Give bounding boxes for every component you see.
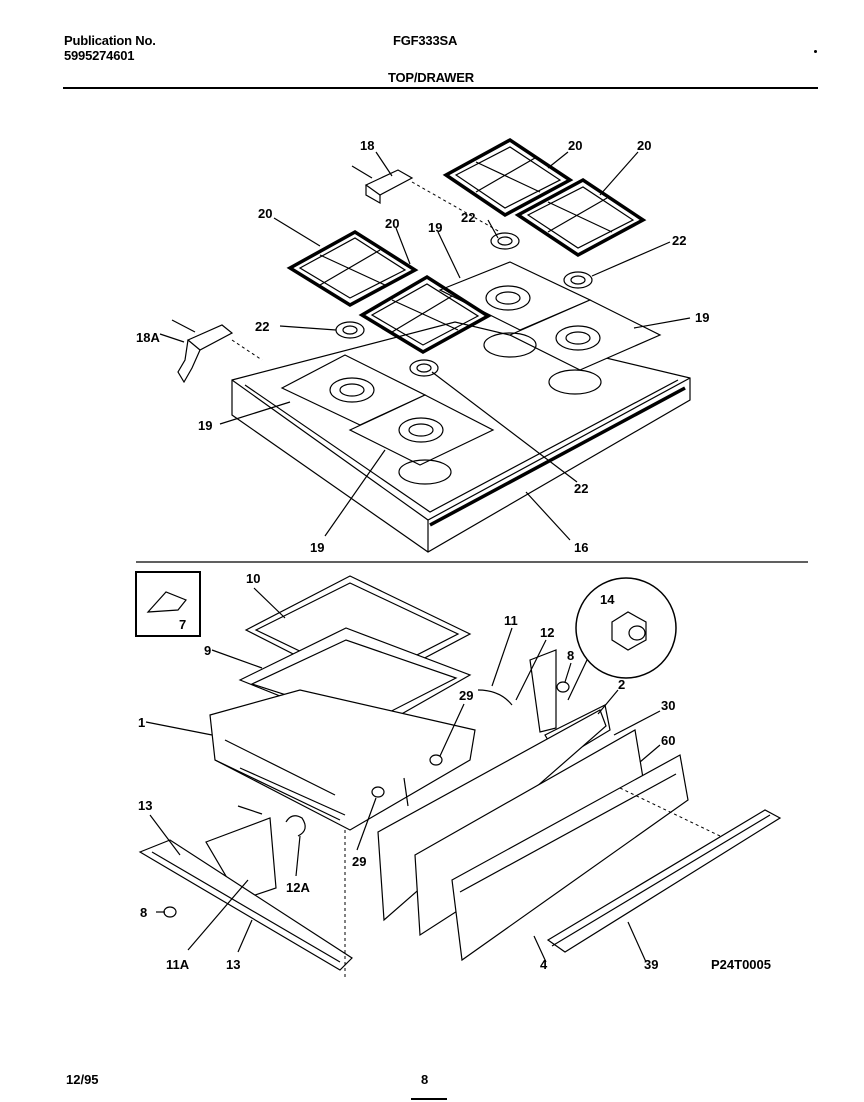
inset-box-7 <box>135 571 201 637</box>
label-39: 39 <box>644 957 658 972</box>
publication-number: 5995274601 <box>64 48 135 63</box>
label-20-a: 20 <box>568 138 582 153</box>
diagram-code: P24T0005 <box>711 957 771 972</box>
label-20-c: 20 <box>258 206 272 221</box>
label-2: 2 <box>618 677 625 692</box>
broiler-assembly <box>209 575 476 831</box>
label-20-b: 20 <box>637 138 651 153</box>
label-11: 11 <box>504 613 518 628</box>
label-29-b: 29 <box>352 854 366 869</box>
label-20-d: 20 <box>385 216 399 231</box>
section-title: TOP/DRAWER <box>388 70 474 85</box>
label-8-b: 8 <box>140 905 147 920</box>
bottom-leaders <box>145 587 661 963</box>
footer-mark <box>411 1098 447 1100</box>
top-hinges <box>171 165 501 384</box>
label-12: 12 <box>540 625 554 640</box>
label-19-b: 19 <box>695 310 709 325</box>
footer-date: 12/95 <box>66 1072 99 1087</box>
label-18a: 18A <box>136 330 160 345</box>
part-labels: 18 20 20 20 20 19 22 22 22 19 18A 19 22 … <box>136 138 771 972</box>
header-rule <box>63 87 818 89</box>
publication-label: Publication No. <box>64 33 156 48</box>
label-4: 4 <box>540 957 548 972</box>
label-22-d: 22 <box>574 481 588 496</box>
burner-grates <box>286 137 647 355</box>
label-29-a: 29 <box>459 688 473 703</box>
label-11a: 11A <box>166 957 190 972</box>
cooktop-assembly <box>231 261 691 553</box>
label-19-a: 19 <box>428 220 442 235</box>
footer-page-number: 8 <box>421 1072 429 1087</box>
corner-mark <box>814 50 817 53</box>
drawer-panels <box>377 709 782 962</box>
model-number: FGF333SA <box>393 33 458 48</box>
label-7: 7 <box>179 617 186 632</box>
burner-rings <box>335 232 593 377</box>
label-1: 1 <box>138 715 145 730</box>
label-30: 30 <box>661 698 675 713</box>
label-22-b: 22 <box>672 233 686 248</box>
label-60: 60 <box>661 733 675 748</box>
label-12a: 12A <box>286 880 310 895</box>
label-8-a: 8 <box>567 648 574 663</box>
label-10: 10 <box>246 571 260 586</box>
label-9: 9 <box>204 643 211 658</box>
label-13-b: 13 <box>226 957 240 972</box>
top-leaders <box>159 151 691 541</box>
label-19-c: 19 <box>198 418 212 433</box>
label-14: 14 <box>600 592 615 607</box>
label-18: 18 <box>360 138 374 153</box>
label-22-a: 22 <box>461 210 475 225</box>
label-13-a: 13 <box>138 798 152 813</box>
label-16: 16 <box>574 540 588 555</box>
label-19-d: 19 <box>310 540 324 555</box>
label-22-c: 22 <box>255 319 269 334</box>
